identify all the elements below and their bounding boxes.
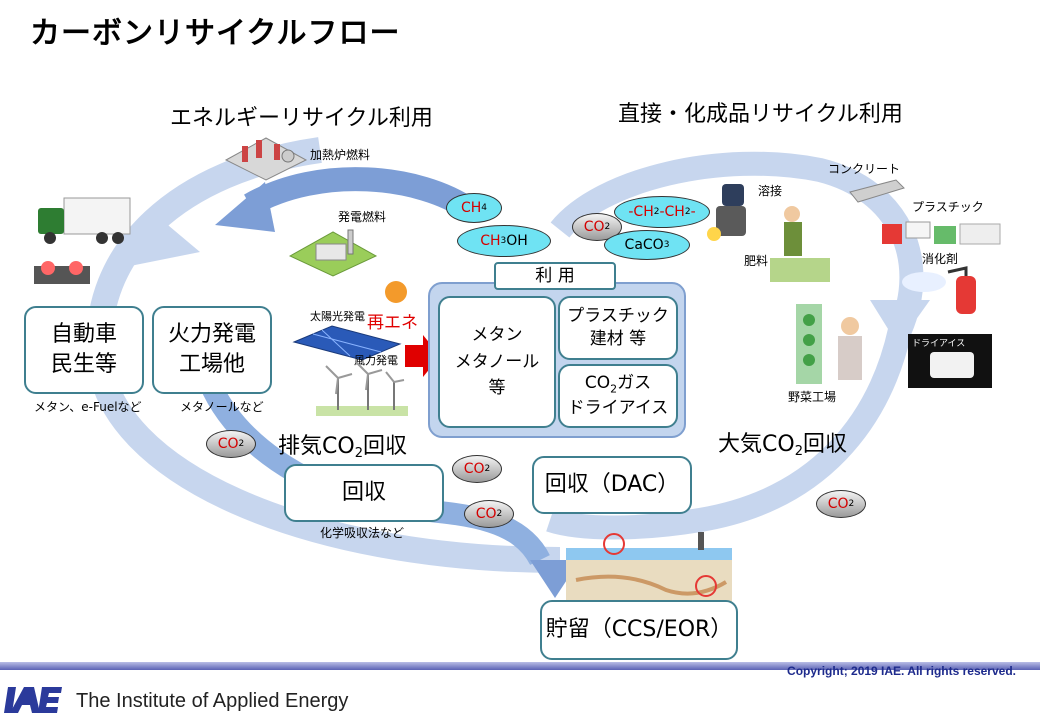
power-fuel-label: 発電燃料 (338, 210, 387, 224)
heating-fuel-label: 加熱炉燃料 (310, 148, 371, 162)
exhaust-co2-caption: 排気CO2回収 (278, 434, 407, 461)
outer-loop-arrowhead (110, 210, 200, 270)
copyright-text: Copyright; 2019 IAE. All rights reserved… (787, 664, 1016, 678)
plastic-products-illustration (882, 221, 1001, 245)
plastic-build-box: プラスチック 建材 等 (558, 296, 678, 360)
concrete-illustration (849, 179, 905, 203)
extinguisher-illustration (902, 266, 976, 314)
dry-ice-block (930, 352, 974, 378)
methane-box-line1: メタン (471, 325, 523, 346)
thermal-box-line1: 火力発電 (167, 322, 256, 348)
thermal-box: 火力発電 工場他 (152, 306, 272, 394)
sun-icon (385, 281, 407, 303)
heading-direct-recycle: 直接・化成品リサイクル利用 (618, 102, 903, 127)
iae-logo-icon (4, 687, 62, 713)
methane-efuel-label: メタン、e-Fuelなど (34, 400, 142, 414)
chemical-absorption-label: 化学吸収法など (320, 526, 405, 540)
wind-label: 風力発電 (354, 354, 398, 367)
solar-label: 太陽光発電 (310, 310, 365, 323)
footer-divider (0, 662, 1040, 670)
energy-arrow-top-head (215, 182, 275, 232)
recovery-box: 回収 (284, 464, 444, 522)
right-loop-arrowhead (870, 300, 930, 345)
car-box-line2: 民生等 (50, 352, 117, 377)
power-plant-illustration (288, 229, 378, 277)
factory-illustration (224, 137, 308, 181)
co2gas-line1: CO2ガス (584, 372, 652, 396)
methane-box: メタン メタノール 等 (438, 296, 556, 428)
co2gas-box: CO2ガス ドライアイス (558, 364, 678, 428)
gas-stove-icon (34, 261, 90, 284)
welding-label: 溶接 (758, 184, 783, 198)
page-title: カーボンリサイクルフロー (30, 16, 401, 51)
co2gas-line2: ドライアイス (567, 398, 669, 419)
dac-box: 回収（DAC） (532, 456, 692, 514)
truck-icon (38, 197, 131, 244)
concrete-label: コンクリート (828, 162, 901, 176)
solar-panel-illustration (292, 325, 402, 361)
storage-box: 貯留（CCS/EOR） (540, 600, 738, 660)
institute-name: The Institute of Applied Energy (76, 690, 349, 712)
farmer-illustration (770, 206, 830, 282)
ccs-illustration (566, 532, 732, 604)
dry-ice-photo-label: ドライアイス (912, 339, 966, 349)
renewable-arrow-shaft (405, 345, 423, 367)
methanol-etc-label: メタノールなど (180, 400, 264, 414)
energy-arrow-top (244, 167, 477, 221)
welder-illustration (707, 184, 746, 241)
methane-box-line3: 等 (488, 378, 506, 399)
dry-ice-photo: ドライアイス (908, 334, 992, 388)
atmos-co2-caption: 大気CO2回収 (718, 432, 847, 459)
plastic-build-line2: 建材 等 (589, 329, 647, 349)
fertilizer-label: 肥料 (744, 254, 769, 268)
vegetable-factory-label: 野菜工場 (788, 390, 837, 404)
vegetable-factory-illustration (796, 304, 862, 384)
extinguisher-label: 消化剤 (922, 252, 959, 266)
wind-turbine-illustration (316, 361, 408, 416)
methane-box-line2: メタノール (454, 351, 540, 372)
utilization-tab: 利 用 (494, 262, 616, 290)
plastic-label: プラスチック (912, 200, 984, 214)
car-box-line1: 自動車 (50, 322, 117, 348)
heading-energy-recycle: エネルギーリサイクル利用 (170, 106, 433, 131)
plastic-build-line1: プラスチック (567, 306, 669, 327)
thermal-box-line2: 工場他 (178, 352, 245, 377)
renewable-label: 再エネ (367, 313, 418, 333)
car-box: 自動車 民生等 (24, 306, 144, 394)
